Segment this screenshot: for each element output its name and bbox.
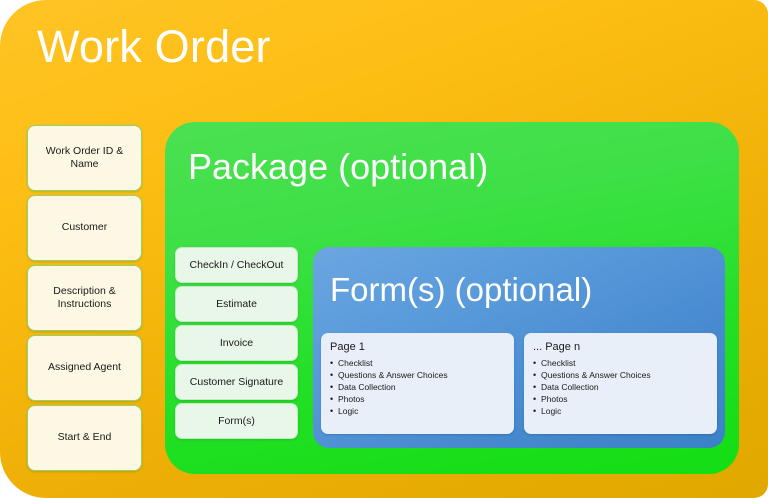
form-page-title: Page 1	[330, 341, 365, 353]
work-order-title: Work Order	[37, 21, 271, 72]
form-page-feature: Logic	[330, 405, 505, 417]
package-feature-item[interactable]: Estimate	[175, 286, 298, 322]
work-order-attribute-item[interactable]: Assigned Agent	[27, 335, 142, 401]
form-page-feature: Checklist	[533, 357, 708, 369]
work-order-attribute-item[interactable]: Description & Instructions	[27, 265, 142, 331]
package-panel: Package (optional) CheckIn / CheckOut Es…	[165, 122, 739, 474]
package-feature-item[interactable]: Form(s)	[175, 403, 298, 439]
package-feature-label: Form(s)	[218, 414, 255, 427]
form-page-feature: Photos	[533, 393, 708, 405]
form-page-card[interactable]: Page 1 Checklist Questions & Answer Choi…	[321, 333, 514, 434]
form-page-feature: Logic	[533, 405, 708, 417]
work-order-attribute-item[interactable]: Customer	[27, 195, 142, 261]
form-page-feature: Photos	[330, 393, 505, 405]
form-page-feature: Questions & Answer Choices	[533, 369, 708, 381]
forms-panel: Form(s) (optional) Page 1 Checklist Ques…	[313, 247, 725, 448]
form-page-feature: Data Collection	[533, 381, 708, 393]
form-page-card[interactable]: ... Page n Checklist Questions & Answer …	[524, 333, 717, 434]
work-order-attribute-label: Assigned Agent	[48, 361, 121, 374]
package-feature-label: Invoice	[219, 336, 254, 349]
work-order-attribute-item[interactable]: Start & End	[27, 405, 142, 471]
work-order-attribute-label: Start & End	[57, 431, 112, 444]
forms-title: Form(s) (optional)	[330, 271, 593, 308]
work-order-attribute-label: Description & Instructions	[53, 284, 116, 311]
package-feature-label: Estimate	[216, 297, 257, 310]
work-order-attribute-label: Customer	[61, 221, 108, 234]
package-title: Package (optional)	[188, 146, 489, 187]
forms-page-list: Page 1 Checklist Questions & Answer Choi…	[321, 333, 717, 434]
form-page-feature: Checklist	[330, 357, 505, 369]
form-page-title: ... Page n	[533, 341, 581, 353]
form-page-feature-list: Checklist Questions & Answer Choices Dat…	[533, 357, 708, 417]
work-order-attribute-label: Work Order ID & Name	[45, 144, 124, 171]
form-page-feature-list: Checklist Questions & Answer Choices Dat…	[330, 357, 505, 417]
work-order-attribute-list: Work Order ID & Name Customer Descriptio…	[27, 125, 142, 471]
package-feature-label: Customer Signature	[189, 375, 284, 388]
package-feature-list: CheckIn / CheckOut Estimate Invoice Cust…	[175, 247, 298, 439]
package-feature-item[interactable]: Invoice	[175, 325, 298, 361]
package-feature-item[interactable]: Customer Signature	[175, 364, 298, 400]
form-page-feature: Data Collection	[330, 381, 505, 393]
package-feature-item[interactable]: CheckIn / CheckOut	[175, 247, 298, 283]
package-feature-label: CheckIn / CheckOut	[189, 258, 284, 271]
work-order-attribute-item[interactable]: Work Order ID & Name	[27, 125, 142, 191]
form-page-feature: Questions & Answer Choices	[330, 369, 505, 381]
